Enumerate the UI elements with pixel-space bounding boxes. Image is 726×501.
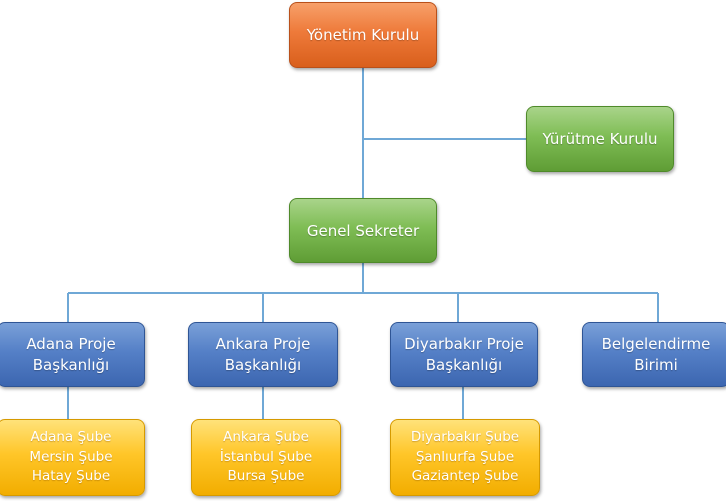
- branch-line: Diyarbakır Şube: [410, 429, 520, 446]
- node-yurutme-kurulu: Yürütme Kurulu: [526, 106, 674, 172]
- node-label-line: Birimi: [634, 355, 678, 374]
- node-ankara-proje-baskanligi: Ankara Proje Başkanlığı: [188, 322, 338, 387]
- branch-line: Gaziantep Şube: [411, 468, 519, 485]
- node-adana-branches: Adana Şube Mersin Şube Hatay Şube: [0, 419, 145, 496]
- node-diyarbakir-branches: Diyarbakır Şube Şanlıurfa Şube Gaziantep…: [390, 419, 540, 496]
- branch-line: Şanlıurfa Şube: [415, 448, 515, 465]
- branch-line: Mersin Şube: [29, 448, 113, 465]
- node-label-line: Adana Proje: [26, 334, 116, 353]
- node-label-line: Diyarbakır Proje: [404, 334, 524, 353]
- node-label: Genel Sekreter: [306, 221, 420, 240]
- node-label-line: Ankara Proje: [215, 334, 311, 353]
- node-diyarbakir-proje-baskanligi: Diyarbakır Proje Başkanlığı: [390, 322, 538, 387]
- node-label-line: Başkanlığı: [425, 355, 503, 374]
- node-belgelendirme-birimi: Belgelendirme Birimi: [582, 322, 726, 387]
- node-label-line: Başkanlığı: [224, 355, 302, 374]
- node-adana-proje-baskanligi: Adana Proje Başkanlığı: [0, 322, 145, 387]
- node-label: Yürütme Kurulu: [542, 130, 658, 148]
- node-yonetim-kurulu: Yönetim Kurulu: [289, 2, 437, 68]
- branch-line: Ankara Şube: [223, 429, 309, 446]
- node-genel-sekreter: Genel Sekreter: [289, 198, 437, 263]
- branch-line: İstanbul Şube: [219, 448, 313, 465]
- branch-line: Adana Şube: [30, 429, 112, 446]
- branch-line: Bursa Şube: [227, 468, 305, 485]
- node-label-line: Başkanlığı: [32, 355, 110, 374]
- branch-line: Hatay Şube: [31, 468, 111, 485]
- node-label: Yönetim Kurulu: [306, 26, 420, 44]
- node-label-line: Belgelendirme: [601, 334, 711, 353]
- node-ankara-branches: Ankara Şube İstanbul Şube Bursa Şube: [191, 419, 341, 496]
